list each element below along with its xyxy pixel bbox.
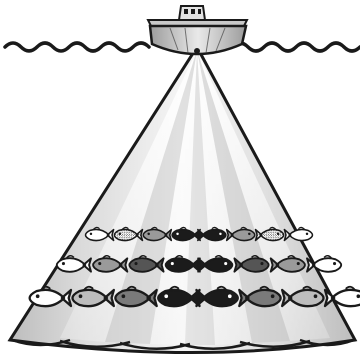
boat-icon [148,6,247,54]
